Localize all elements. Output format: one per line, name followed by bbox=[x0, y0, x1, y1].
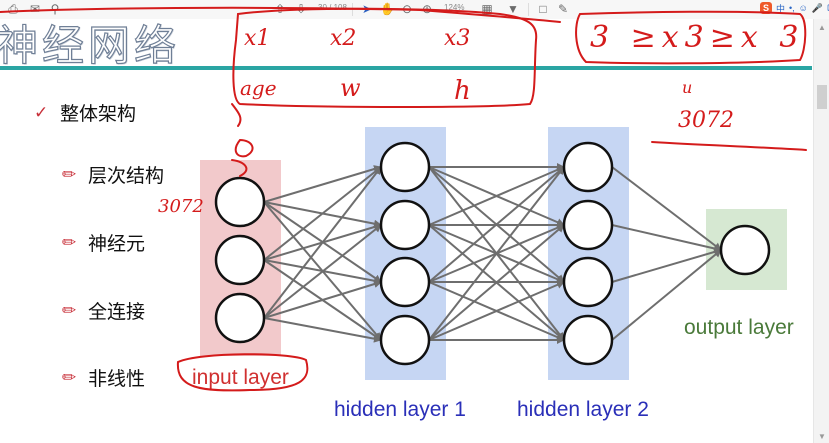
bullet-label: 非线性 bbox=[88, 368, 146, 390]
pencil-icon: ✏ bbox=[62, 164, 77, 185]
neuron-node bbox=[214, 234, 266, 286]
neuron-node bbox=[562, 199, 614, 251]
neuron-node bbox=[214, 292, 266, 344]
bullet-label: 整体架构 bbox=[60, 103, 137, 125]
connection-edge bbox=[428, 166, 565, 341]
output-layer-label: output layer bbox=[684, 316, 794, 339]
neuron-node bbox=[379, 141, 431, 193]
ink-shape-note: 3 ≥x3≥x 3 bbox=[590, 20, 805, 55]
bullet-label: 全连接 bbox=[88, 301, 146, 323]
hidden-layer-2-label: hidden layer 2 bbox=[517, 398, 649, 421]
bullet-fully-connected: ✏ 全连接 bbox=[62, 297, 145, 324]
slide-title: 神经网络 bbox=[0, 20, 181, 70]
neuron-node bbox=[379, 256, 431, 308]
connection-edge bbox=[428, 224, 565, 341]
vertical-scrollbar[interactable]: ▲ ▼ bbox=[813, 19, 829, 443]
scroll-down-arrow-icon[interactable]: ▼ bbox=[818, 432, 826, 441]
bullet-neuron: ✏ 神经元 bbox=[62, 229, 145, 256]
bullet-label: 神经元 bbox=[88, 233, 146, 255]
ime-keyboard-icon: ⌨ bbox=[827, 3, 829, 14]
connection-edge bbox=[263, 166, 382, 319]
ink-side-note: 3072 bbox=[678, 108, 734, 133]
ime-voice-icon: 🎤 bbox=[811, 2, 824, 13]
connection-edge bbox=[263, 165, 382, 203]
ink-input-note: 3072 bbox=[158, 196, 204, 217]
neuron-node bbox=[562, 314, 614, 366]
connection-edge bbox=[263, 317, 382, 343]
neuron-node bbox=[562, 141, 614, 193]
pencil-icon: ✏ bbox=[62, 300, 77, 321]
ink-meaning-age: age bbox=[240, 76, 277, 100]
ink-feature-x1: x1 bbox=[244, 26, 271, 51]
ime-punctuation-icon: •, bbox=[789, 3, 795, 13]
ime-language: 中 bbox=[776, 3, 786, 14]
hidden-layer-1-label: hidden layer 1 bbox=[334, 398, 466, 421]
pencil-icon: ✏ bbox=[62, 232, 77, 253]
connection-edge bbox=[611, 248, 722, 283]
ink-feature-x2: x2 bbox=[330, 26, 357, 51]
draw-pen-icon[interactable]: ✎ bbox=[557, 2, 569, 16]
neuron-node bbox=[214, 176, 266, 228]
connection-edge bbox=[428, 281, 565, 341]
neuron-node bbox=[379, 314, 431, 366]
checkmark-icon: ✓ bbox=[34, 102, 49, 123]
connection-edge bbox=[263, 280, 382, 319]
connection-edge bbox=[428, 166, 565, 226]
connection-edge bbox=[611, 249, 722, 341]
ime-emoji-icon: ☺ bbox=[798, 3, 808, 13]
connection-edge bbox=[611, 166, 722, 251]
connection-edge bbox=[263, 224, 382, 319]
connection-edge bbox=[263, 166, 382, 261]
pencil-icon: ✏ bbox=[62, 367, 77, 388]
bullet-layer-structure: ✏ 层次结构 bbox=[62, 161, 164, 188]
ink-meaning-w: w bbox=[340, 74, 361, 102]
neuron-node bbox=[562, 256, 614, 308]
connection-edge bbox=[611, 224, 722, 253]
ink-side-note-top: u bbox=[682, 78, 693, 97]
ink-feature-x3: x3 bbox=[444, 26, 471, 51]
bullet-nonlinearity: ✏ 非线性 bbox=[62, 364, 145, 391]
neuron-node bbox=[719, 224, 771, 276]
ink-meaning-h: h bbox=[454, 76, 471, 106]
input-layer-label: input layer bbox=[192, 366, 289, 389]
scroll-up-arrow-icon[interactable]: ▲ bbox=[818, 23, 826, 32]
bullet-overall-architecture: ✓ 整体架构 bbox=[34, 99, 136, 126]
connection-edge bbox=[428, 166, 565, 283]
neuron-node bbox=[379, 199, 431, 251]
scroll-thumb[interactable] bbox=[817, 85, 827, 109]
bullet-label: 层次结构 bbox=[88, 165, 165, 187]
